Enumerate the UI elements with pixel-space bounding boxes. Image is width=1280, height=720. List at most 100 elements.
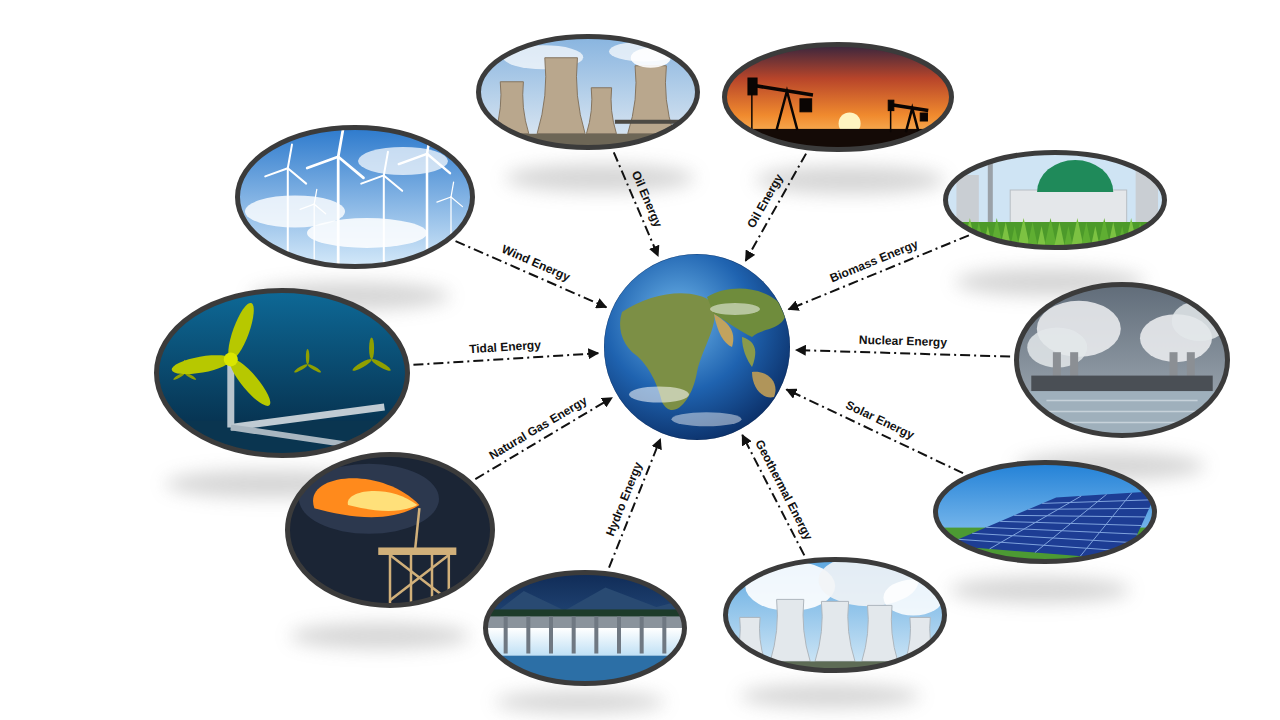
picture-ellipse [933, 460, 1157, 564]
reflection [1046, 411, 1197, 413]
jack-rod [751, 94, 753, 130]
wind-turbine [399, 125, 450, 269]
wind-turbine [300, 189, 326, 269]
turbine-blade [427, 154, 450, 173]
digester-dome [1037, 160, 1113, 192]
turbine-blade [314, 204, 325, 214]
picture-border [1017, 285, 1228, 436]
picture-content [602, 252, 792, 442]
picture-border [725, 45, 952, 150]
turbine-blade [384, 152, 388, 176]
crop-leaf [1071, 218, 1083, 246]
turbine-blade [288, 145, 292, 169]
sea [154, 288, 410, 458]
energy-picture [943, 150, 1167, 250]
edge-label: Natural Gas Energy [486, 394, 589, 463]
pumpjack [748, 78, 813, 130]
wind-turbine [361, 152, 402, 269]
energy-picture [1014, 282, 1230, 438]
edge-label: Hydro Energy [602, 460, 644, 538]
rig-leg [410, 552, 413, 608]
turbine-blade [314, 189, 317, 204]
wind-turbine [265, 145, 306, 269]
wind-turbine [437, 182, 463, 269]
dam-pillar [526, 616, 530, 653]
cooling-tower [537, 58, 585, 134]
jack-weight [800, 99, 812, 112]
turbine-blade [170, 352, 232, 378]
picture-ellipse [285, 452, 495, 608]
picture-content [483, 570, 687, 686]
energy-arrow [789, 235, 969, 309]
edge-label: Oil Energy [629, 169, 665, 230]
small-turbine [293, 349, 321, 374]
picture-ellipse [1014, 282, 1230, 438]
turbine-blade [370, 357, 392, 372]
cooling-tower [770, 599, 810, 661]
crop-leaf [1018, 218, 1030, 246]
sky [285, 452, 495, 608]
turbine-blade [351, 357, 373, 372]
picture-ellipse [154, 288, 410, 458]
energy-picture [483, 570, 687, 686]
picture-content [722, 42, 954, 152]
dam-pillar [549, 616, 553, 653]
picture-content [154, 288, 410, 458]
picture-ellipse [483, 570, 687, 686]
tank [956, 175, 978, 225]
edge-label: Oil Energy [745, 172, 787, 231]
energy-arrow [796, 350, 1010, 357]
land [742, 337, 755, 367]
turbine-blade [369, 337, 374, 359]
flame-core [348, 491, 418, 511]
picture-ellipse [235, 125, 475, 269]
turbine-blade [288, 168, 306, 183]
edge-label: Biomass Energy [828, 237, 920, 286]
land [752, 372, 775, 398]
edge-label: Tidal Energy [469, 338, 542, 356]
energy-arrow [475, 398, 612, 479]
pipe [231, 407, 385, 427]
dam-pillar [572, 616, 576, 653]
rig-leg [448, 552, 451, 608]
energy-picture [235, 125, 475, 269]
shadow [950, 577, 1130, 603]
turbine-blade [307, 157, 338, 168]
cloud [307, 218, 427, 248]
energy-picture [722, 42, 954, 152]
sky [933, 460, 1157, 564]
edge-label: Wind Energy [499, 242, 572, 284]
turbine-hub [224, 352, 238, 366]
cloud [672, 412, 742, 426]
picture-border [486, 573, 685, 684]
jack-frame [906, 108, 919, 132]
picture-border [238, 128, 473, 267]
edge-label: Geothermal Energy [752, 437, 815, 542]
jack-frame [777, 91, 798, 130]
panel-grid [1035, 494, 1107, 552]
picture-border [479, 37, 698, 148]
turbine-blade [361, 175, 384, 183]
globe-shade [603, 253, 791, 441]
crop-leaf [1161, 222, 1167, 250]
picture-border [157, 291, 408, 456]
picture-ellipse [943, 150, 1167, 250]
turbine-blade [427, 125, 432, 154]
pipe [615, 120, 682, 124]
chimney [988, 162, 993, 222]
edge-label: Nuclear Energy [859, 333, 947, 350]
turbine-blade [437, 197, 451, 202]
picture-content [1014, 282, 1230, 438]
dam-pillar [640, 616, 644, 653]
shadow [290, 623, 470, 649]
energy-picture [285, 452, 495, 608]
flame [313, 478, 419, 517]
picture-ellipse [723, 557, 947, 673]
picture-border [288, 455, 493, 606]
picture-content [285, 452, 495, 608]
energy-picture [476, 34, 700, 150]
earth-globe [602, 252, 792, 442]
picture-content [943, 150, 1167, 250]
wind-turbine [307, 125, 363, 269]
